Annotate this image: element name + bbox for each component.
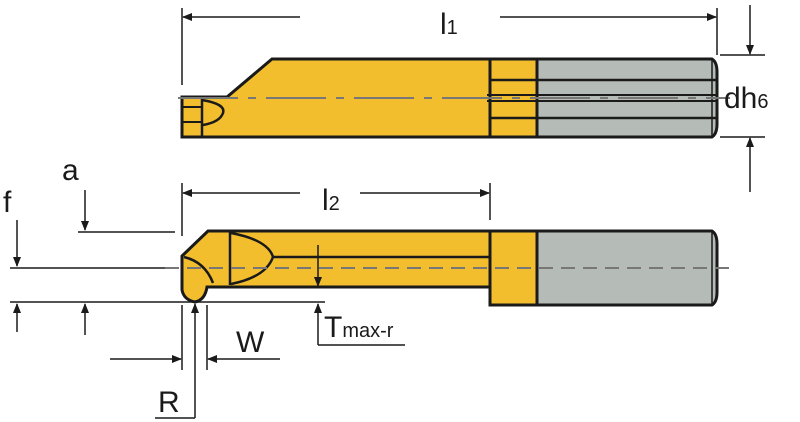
l1-label: l1 [440,8,458,41]
tmax-label: Tmax-r [324,311,394,344]
r-label: R [158,386,180,419]
top-tool-view [178,57,730,139]
l2-label: l2 [322,184,340,217]
dh6-label: dh6 [724,82,769,115]
f-label: f [3,186,12,219]
w-label: W [236,326,265,359]
dimension-lines [10,5,765,419]
a-label: a [62,154,79,187]
bottom-tool-view [165,229,735,307]
